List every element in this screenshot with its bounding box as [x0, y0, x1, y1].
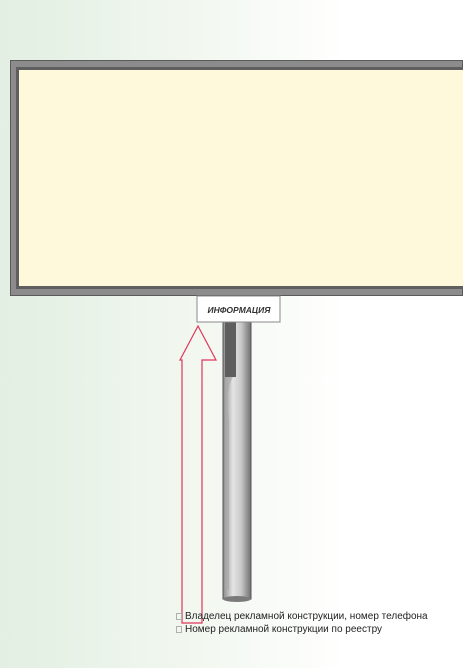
billboard-pole [223, 322, 251, 602]
billboard-panel [19, 70, 463, 286]
caption-registry-number: Номер рекламной конструкции по реестру [176, 625, 382, 635]
bullet-icon [176, 626, 182, 633]
caption-text: Владелец рекламной конструкции, номер те… [185, 611, 428, 622]
caption-owner-phone: Владелец рекламной конструкции, номер те… [176, 612, 428, 622]
billboard [10, 60, 463, 296]
caption-text: Номер рекламной конструкции по реестру [185, 624, 382, 635]
info-plate-label: ИНФОРМАЦИЯ [208, 305, 272, 315]
info-plate: ИНФОРМАЦИЯ [197, 296, 280, 322]
pointer-arrow [180, 326, 216, 623]
bullet-icon [176, 613, 182, 620]
